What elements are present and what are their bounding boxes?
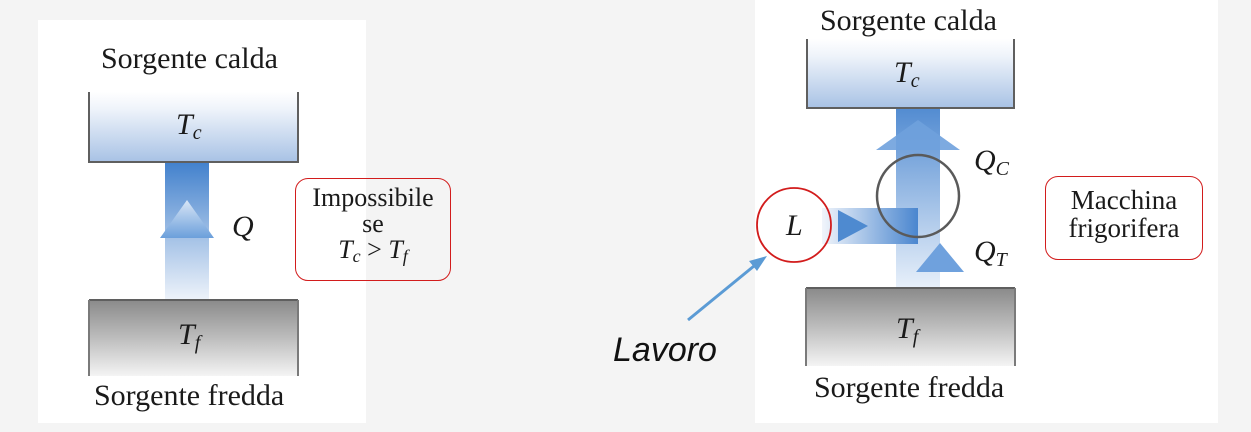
right-cold-temperature-symbol: T [896,312,913,345]
impossibility-note-line1: Impossibile [312,183,434,212]
left-hot-temperature: Tc [176,108,202,144]
right-hot-temperature-symbol: T [894,56,911,89]
impossibility-note: Impossibile se Tc > Tf [295,178,451,281]
work-annotation-label: Lavoro [613,331,717,369]
left-hot-temperature-symbol: T [176,108,193,141]
left-cold-reservoir [89,300,298,376]
right-cold-temperature: Tf [896,312,918,348]
refrigerator-note: Macchina frigorifera [1045,176,1203,260]
annotation-arrowhead [749,256,767,271]
right-hot-temperature-subscript: c [910,70,920,92]
left-hot-source-label: Sorgente calda [101,42,278,75]
left-hot-temperature-subscript: c [192,122,202,144]
right-heat-in-subscript: T [995,249,1007,271]
right-heat-out-subscript: C [995,158,1010,180]
right-hot-source-label: Sorgente calda [820,4,997,37]
condition-left-symbol: T [338,235,353,264]
right-heat-out-label: QC [974,144,1009,180]
right-heat-in-symbol: Q [974,235,996,268]
right-hot-temperature: Tc [894,56,920,92]
right-cold-source-label: Sorgente fredda [814,371,1005,404]
right-heat-in-arrowhead [916,243,964,272]
left-hot-reservoir [88,92,299,163]
left-cold-temperature-subscript: f [194,332,201,354]
condition-left-subscript: c [352,246,361,266]
left-heat-label: Q [232,210,254,243]
right-hot-reservoir [806,39,1015,109]
right-machine-circle [875,153,961,239]
right-heat-out-arrowhead [876,120,960,150]
left-cold-source-label: Sorgente fredda [94,379,285,412]
impossibility-note-line2: se [362,209,384,238]
right-work-arrowhead [838,210,868,242]
condition-right-subscript: f [402,246,408,266]
annotation-arrow-line [687,264,755,322]
left-cold-temperature: Tf [178,318,200,354]
right-heat-in-label: QT [974,235,1007,271]
work-highlight-circle [756,187,832,263]
refrigerator-note-line1: Macchina [1070,185,1178,215]
right-work-flow [822,208,918,244]
right-cold-reservoir [806,288,1015,366]
left-cold-temperature-symbol: T [178,318,195,351]
left-heat-arrowhead [160,200,214,238]
work-label: L [786,209,803,242]
impossibility-condition: Tc > Tf [296,235,450,266]
refrigerator-note-line2: frigorifera [1068,213,1180,244]
right-cold-temperature-subscript: f [912,326,919,348]
right-heat-out-symbol: Q [974,144,996,177]
condition-right-symbol: T [388,235,403,264]
condition-operator: > [367,235,382,264]
